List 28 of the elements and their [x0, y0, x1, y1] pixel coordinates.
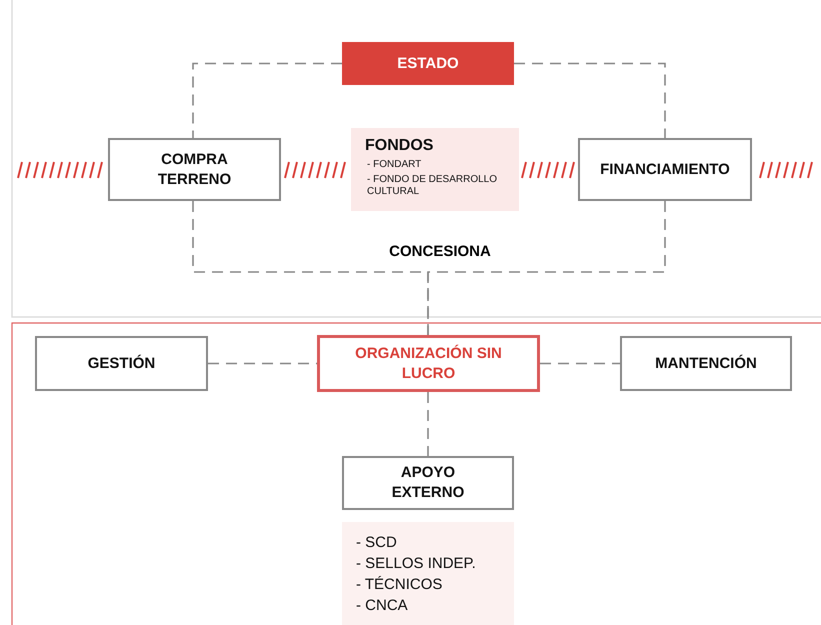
node-label: FINANCIAMIENTO: [599, 160, 731, 180]
node-label: MANTENCIÓN: [654, 354, 758, 374]
list-item: - FONDO DE DESARROLLO CULTURAL: [366, 174, 498, 198]
list-item: - SELLOS INDEP.: [356, 554, 476, 574]
list-item: - CNCA: [356, 596, 408, 616]
process-box: [35, 336, 208, 391]
connector-line: [427, 392, 429, 456]
annotation-text: CONCESIONA: [388, 243, 492, 260]
node-label: ORGANIZACIÓN SIN LUCRO: [354, 344, 503, 384]
node-label: ESTADO: [396, 54, 460, 74]
panel-heading: FONDOS: [365, 136, 434, 156]
list-item: - FONDART: [366, 159, 422, 171]
node-label: COMPRA TERRENO: [156, 150, 232, 190]
process-box: [578, 138, 752, 201]
connector-line: [208, 362, 317, 364]
highlight-box: [317, 335, 540, 392]
process-box: [620, 336, 792, 391]
process-box: [342, 456, 514, 510]
connector-line: [514, 62, 666, 138]
connector-line: [540, 362, 620, 364]
list-item: - SCD: [356, 533, 397, 553]
connector-line: [192, 62, 342, 138]
header-box: [342, 42, 514, 85]
node-label: APOYO EXTERNO: [390, 463, 466, 503]
process-box: [108, 138, 281, 201]
node-label: GESTIÓN: [86, 354, 156, 374]
list-item: - TÉCNICOS: [356, 575, 442, 595]
connector-line: [427, 201, 666, 335]
